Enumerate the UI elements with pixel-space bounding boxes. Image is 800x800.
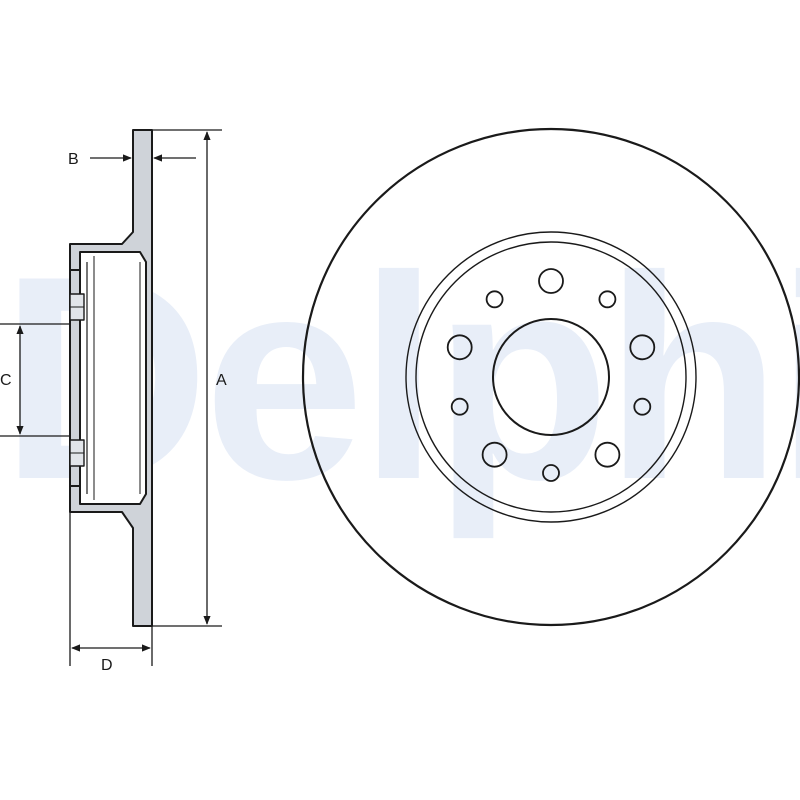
centre-bore	[492, 318, 610, 436]
disc-outer-edge	[301, 127, 800, 627]
hat-outer-ring	[405, 231, 697, 523]
bolt-hole-large	[481, 441, 508, 468]
hub-cavity	[79, 251, 147, 505]
bolt-hole-small	[450, 397, 469, 416]
dimension-d-label: D	[101, 657, 113, 674]
bolt-hole-large	[446, 334, 473, 361]
bolt-hole-large	[629, 334, 656, 361]
dimension-c-label: C	[0, 372, 12, 389]
dimension-a-label: A	[216, 372, 227, 389]
bolt-holes	[446, 268, 656, 482]
bolt-hole-small	[485, 290, 504, 309]
bolt-hole-large	[594, 441, 621, 468]
bolt-hole-small	[598, 290, 617, 309]
bolt-hole-small	[542, 464, 560, 482]
dimension-d	[69, 512, 153, 666]
hat-inner-ring	[415, 241, 687, 513]
dimension-b-label: B	[68, 151, 79, 168]
front-view	[301, 127, 800, 627]
bolt-hole-large	[538, 268, 564, 294]
side-section-view	[69, 129, 153, 627]
bolt-hole-small	[633, 397, 652, 416]
hub-face	[69, 269, 81, 487]
dimension-c	[0, 323, 70, 437]
dimension-a	[152, 129, 222, 627]
